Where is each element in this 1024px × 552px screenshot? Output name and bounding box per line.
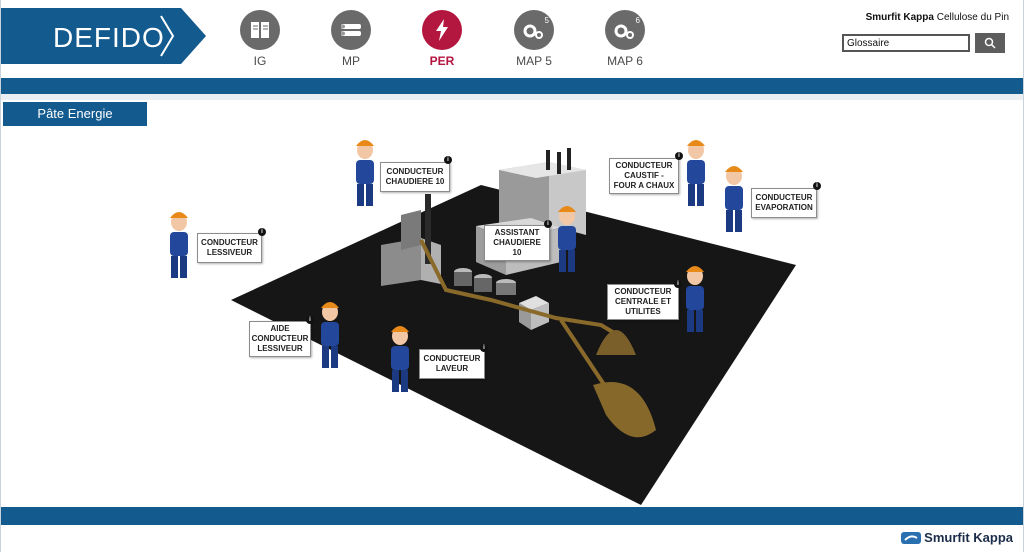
- logs-icon: [331, 10, 371, 50]
- footer-brand: Smurfit Kappa: [901, 530, 1013, 545]
- search-icon: [984, 37, 996, 49]
- nav-map5[interactable]: 5 MAP 5: [494, 10, 574, 68]
- info-icon[interactable]: i: [813, 182, 821, 190]
- worker-caustif[interactable]: [687, 140, 705, 206]
- role-label-laveur[interactable]: CONDUCTEUR LAVEUR: [419, 349, 485, 379]
- footer-brand-text: Smurfit Kappa: [924, 530, 1013, 545]
- company-site: Cellulose du Pin: [936, 12, 1009, 23]
- company-brand: Smurfit Kappa: [865, 12, 934, 23]
- role-label-caustif[interactable]: CONDUCTEUR CAUSTIF - FOUR A CHAUX: [609, 158, 679, 194]
- nav-map6-label: MAP 6: [607, 54, 643, 68]
- glossary-search-button[interactable]: [975, 33, 1005, 53]
- gears-icon: 6: [605, 10, 645, 50]
- worker-evaporation[interactable]: [725, 166, 743, 232]
- worker-assistant[interactable]: [558, 206, 576, 272]
- worker-chaudiere10[interactable]: [356, 140, 374, 206]
- worker-laveur[interactable]: [391, 326, 409, 392]
- role-label-lessiveur[interactable]: CONDUCTEUR LESSIVEUR: [197, 233, 262, 263]
- nav-mp[interactable]: MP: [311, 10, 391, 68]
- nav-map6[interactable]: 6 MAP 6: [585, 10, 665, 68]
- nav-ig[interactable]: IG: [220, 10, 300, 68]
- role-label-chaudiere10[interactable]: CONDUCTEUR CHAUDIERE 10: [380, 162, 450, 192]
- lightning-icon: [422, 10, 462, 50]
- tanks: [454, 268, 516, 295]
- footer-band: [1, 507, 1023, 525]
- nav-mp-label: MP: [342, 54, 360, 68]
- worker-lessiveur[interactable]: [170, 212, 188, 278]
- smurfit-logo-icon: [901, 531, 922, 544]
- info-icon[interactable]: i: [675, 152, 683, 160]
- nav-per[interactable]: PER: [402, 10, 482, 68]
- worker-aide[interactable]: [321, 302, 339, 368]
- nav-per-label: PER: [429, 54, 455, 68]
- nav-ig-label: IG: [253, 54, 267, 68]
- nav-map5-label: MAP 5: [516, 54, 552, 68]
- header-subband: [1, 94, 1023, 100]
- header-band: [1, 78, 1023, 94]
- worker-centrale[interactable]: [686, 266, 704, 332]
- factory-floor: [231, 185, 796, 505]
- company-name: Smurfit Kappa Cellulose du Pin: [866, 12, 1009, 23]
- defido-logo[interactable]: DEFIDO: [1, 8, 206, 64]
- logo-text: DEFIDO: [53, 22, 165, 53]
- role-label-centrale[interactable]: CONDUCTEUR CENTRALE ET UTILITES: [607, 284, 679, 320]
- gears-icon: 5: [514, 10, 554, 50]
- wood-pile: [596, 330, 636, 355]
- glossary-input[interactable]: [842, 34, 970, 52]
- pipe: [419, 239, 628, 342]
- map5-superscript: 5: [544, 16, 549, 25]
- role-label-aide[interactable]: AIDE CONDUCTEUR LESSIVEUR: [249, 321, 311, 357]
- info-icon[interactable]: i: [258, 228, 266, 236]
- info-icon[interactable]: i: [306, 316, 314, 324]
- map6-superscript: 6: [635, 16, 640, 25]
- section-title: Pâte Energie: [3, 102, 147, 126]
- info-icon[interactable]: i: [544, 220, 552, 228]
- chip-pile: [593, 382, 656, 438]
- info-icon[interactable]: i: [480, 344, 488, 352]
- info-icon[interactable]: i: [444, 156, 452, 164]
- info-icon[interactable]: i: [674, 280, 682, 288]
- role-label-assistant[interactable]: ASSISTANT CHAUDIERE 10: [484, 225, 550, 261]
- book-icon: [240, 10, 280, 50]
- role-label-evaporation[interactable]: CONDUCTEUR EVAPORATION: [751, 188, 817, 218]
